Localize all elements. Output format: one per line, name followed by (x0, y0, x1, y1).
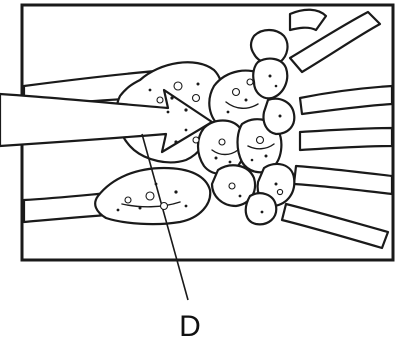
carpal-pisiform (246, 193, 277, 224)
bone-label-d: D (179, 310, 201, 343)
carpal-trapezium (253, 59, 287, 99)
metacarpal-3 (300, 128, 392, 150)
